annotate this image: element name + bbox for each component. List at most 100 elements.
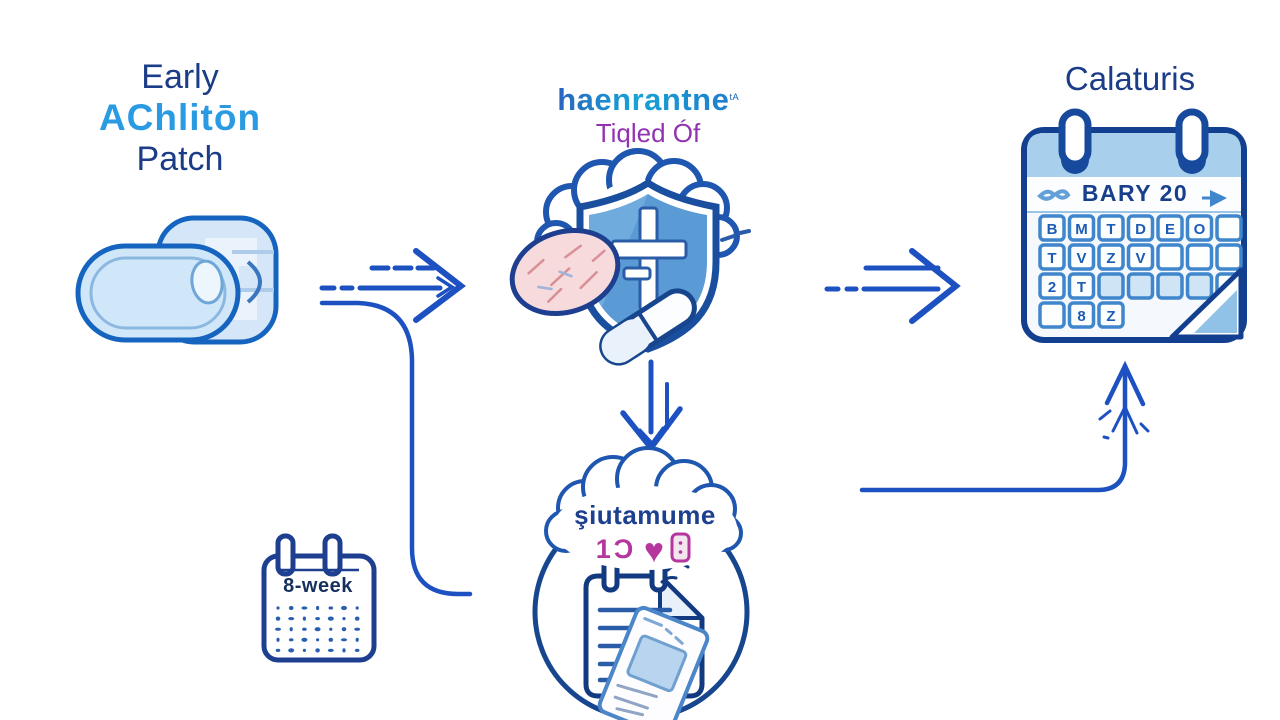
calendar-fold-corner xyxy=(1169,267,1244,340)
calendar-dot xyxy=(276,606,280,610)
calendar-dot xyxy=(302,616,306,621)
calendar-prev-icon xyxy=(1037,189,1071,201)
calendar-dot xyxy=(355,637,359,642)
calendar-dot xyxy=(355,606,359,610)
curved-connector-line xyxy=(319,300,473,597)
calendar-dot xyxy=(341,627,347,632)
calendar-cell-letter: 8 xyxy=(1077,308,1085,325)
arrow-right-2 xyxy=(824,248,961,324)
calendar-dot xyxy=(315,617,320,621)
shield-cross-pills-icon xyxy=(509,148,751,366)
calendar-dot xyxy=(275,627,281,631)
calendar-cell xyxy=(1126,243,1155,271)
patch-icon xyxy=(75,215,279,345)
calendar-cell-letter: T xyxy=(1047,250,1056,267)
calendar-dot xyxy=(301,606,308,610)
calendar-cell-letter: 2 xyxy=(1048,279,1056,296)
calendar-dot xyxy=(314,627,321,632)
calendar-dot xyxy=(316,638,320,642)
capsule-icon xyxy=(599,288,697,366)
left-title-line2: AChlitōn xyxy=(98,97,262,139)
calendar-cell-letter: Z xyxy=(1106,250,1115,267)
calendar-dot xyxy=(289,627,293,632)
calendar-dot xyxy=(275,648,281,653)
calendar-dot xyxy=(342,648,346,653)
calendar-rings xyxy=(1058,108,1209,174)
calendar-dot xyxy=(288,638,294,642)
calendar-dot xyxy=(354,648,360,653)
calendar-cell xyxy=(1038,214,1066,242)
pill-badge-icon xyxy=(670,532,691,563)
calendar-cell xyxy=(1185,272,1214,300)
calendar-cell xyxy=(1156,243,1184,271)
week-calendar-icon: 8-week xyxy=(261,533,377,663)
calendar-dot xyxy=(354,627,361,631)
calendar-cell xyxy=(1038,301,1066,329)
calendar-dot xyxy=(342,617,346,621)
calendar-cell-letter: T xyxy=(1077,279,1086,296)
center-title-superscript: ᵗᴬ xyxy=(729,90,739,107)
calendar-dot xyxy=(276,637,280,642)
calendar-cell xyxy=(1185,243,1214,271)
calendar-cell-letter: M xyxy=(1075,221,1088,238)
heart-icon: ♥ xyxy=(644,532,664,570)
calendar-dot xyxy=(327,616,334,621)
week-calendar-label: 8-week xyxy=(283,575,353,597)
calendar-dot xyxy=(341,605,347,611)
calendar-dot xyxy=(275,616,281,621)
calendar-next-icon xyxy=(1202,190,1227,207)
calendar-dot xyxy=(288,617,295,621)
calendar-cell-letter: B xyxy=(1047,221,1058,238)
calendar-cell-letter: E xyxy=(1165,221,1175,238)
calendar-dot xyxy=(302,648,306,653)
calendar-dot xyxy=(329,627,333,631)
arrow-right-1 xyxy=(319,248,466,323)
calendar-dot xyxy=(328,637,334,642)
calendar-cell xyxy=(1038,243,1066,271)
left-step-title: Early AChlitōn Patch xyxy=(55,58,305,179)
calendar-dot xyxy=(315,648,320,653)
week-calendar-dots xyxy=(275,605,361,653)
calendar-cell xyxy=(1067,243,1096,271)
calendar-cell xyxy=(1038,272,1066,300)
center-subtitle-text: Tiqled Óf xyxy=(595,117,701,148)
calendar-cell xyxy=(1215,214,1243,242)
right-step-title: Calaturis xyxy=(1064,60,1196,97)
up-connector-arrow xyxy=(859,360,1150,493)
bubble-number-text: 1Ɔ xyxy=(596,534,637,564)
calendar-cell-letter: O xyxy=(1194,221,1206,238)
calendar-dot xyxy=(327,648,334,653)
calendar-cell xyxy=(1185,214,1214,242)
calendar-cell xyxy=(1097,301,1125,329)
calendar-cell xyxy=(1126,272,1155,300)
calendar-cell-letter: V xyxy=(1135,250,1145,267)
sketch-marks xyxy=(720,229,751,242)
calendar-month-label: BARY 20 xyxy=(1082,180,1188,206)
calendar-cell-letter: T xyxy=(1106,221,1115,238)
calendar-cell xyxy=(1097,214,1125,242)
center-step-title: haenrantneᵗᴬ Tiqled Óf xyxy=(498,82,798,149)
calendar-cell xyxy=(1067,301,1096,329)
arrow-down xyxy=(620,359,683,453)
left-title-line3: Patch xyxy=(136,139,224,178)
calendar-cell xyxy=(1156,214,1184,242)
patch-oval-detail xyxy=(190,259,224,305)
calendar-cell xyxy=(1067,214,1096,242)
bubble-title-text: şiutamume xyxy=(574,500,716,530)
calendar-dot xyxy=(316,605,320,611)
calendar-dot xyxy=(328,606,334,610)
calendar-cell xyxy=(1097,272,1125,300)
calendar-dot xyxy=(354,616,360,621)
tilted-card xyxy=(597,605,710,720)
calendar-cell xyxy=(1215,243,1243,271)
calendar-dot xyxy=(301,637,308,642)
left-title-line1: Early xyxy=(141,58,219,96)
calendar-cell-letter: D xyxy=(1135,221,1146,238)
calendar-cell xyxy=(1126,214,1155,242)
calendar-cell-letter: V xyxy=(1076,250,1086,267)
thought-bubble: şiutamume 1Ɔ ♥ xyxy=(544,446,743,570)
calendar-dot xyxy=(288,648,295,653)
calendar-cell-letter: Z xyxy=(1106,308,1115,325)
